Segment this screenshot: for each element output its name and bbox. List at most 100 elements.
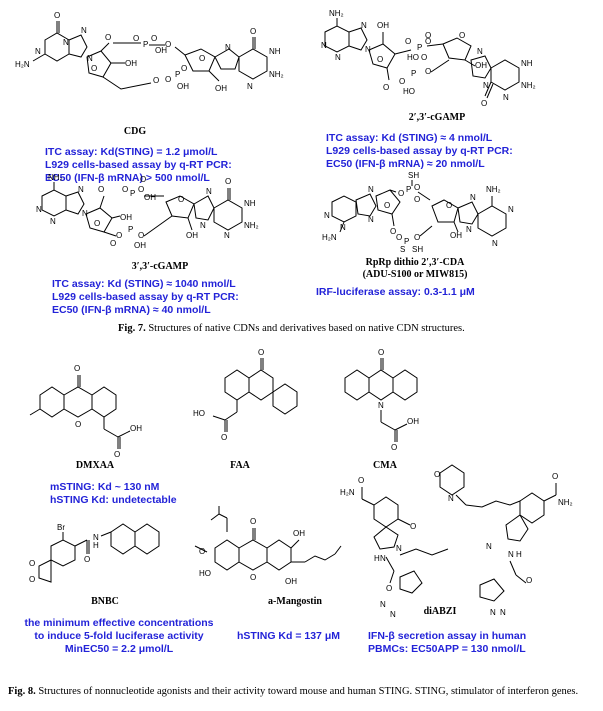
bnbc-assay-1: the minimum effective concentrations: [24, 617, 214, 629]
svg-text:OH: OH: [130, 424, 142, 433]
svg-text:N: N: [87, 54, 93, 63]
svg-text:O: O: [199, 547, 205, 556]
svg-text:P: P: [411, 69, 416, 78]
svg-text:N: N: [500, 608, 506, 617]
svg-text:O: O: [199, 54, 205, 63]
cdg-assay-1: ITC assay: Kd(STING) = 1.2 μmol/L: [45, 146, 218, 158]
svg-text:N: N: [396, 544, 402, 553]
svg-text:OH: OH: [120, 213, 132, 222]
svg-text:O: O: [250, 573, 256, 582]
svg-text:O: O: [165, 75, 171, 84]
faa-structure: O OHO: [193, 348, 298, 442]
svg-text:O: O: [396, 233, 402, 242]
svg-text:N: N: [361, 21, 367, 30]
svg-text:O: O: [91, 64, 97, 73]
svg-text:N: N: [81, 26, 87, 35]
svg-text:OH: OH: [144, 193, 156, 202]
fig7-caption: Fig. 7. Structures of native CDNs and de…: [118, 323, 465, 334]
svg-text:N: N: [470, 193, 476, 202]
svg-text:OH: OH: [134, 241, 146, 250]
svg-text:O: O: [410, 522, 416, 531]
svg-text:Br: Br: [57, 523, 65, 532]
svg-text:SH: SH: [412, 245, 423, 254]
svg-text:O: O: [414, 195, 420, 204]
svg-text:O: O: [116, 231, 122, 240]
svg-text:N: N: [50, 217, 56, 226]
svg-text:N: N: [477, 47, 483, 56]
dmxaa-structure: O O OOH: [29, 364, 142, 459]
cma-name: CMA: [373, 460, 397, 471]
svg-text:N: N: [93, 533, 99, 542]
svg-text:O: O: [178, 195, 184, 204]
cgamp-23-name: 2′,3′-cGAMP: [408, 112, 466, 123]
svg-text:O: O: [377, 55, 383, 64]
svg-text:O: O: [421, 53, 427, 62]
svg-text:HO: HO: [403, 87, 415, 96]
svg-text:O: O: [414, 183, 420, 192]
mangostin-structure: O O O HO OH OH: [194, 506, 342, 586]
svg-text:N: N: [82, 209, 88, 218]
dmxaa-assay-1: mSTING: Kd ~ 130 nM: [50, 481, 160, 493]
svg-text:N: N: [247, 82, 253, 91]
svg-text:N: N: [378, 401, 384, 410]
svg-text:O: O: [425, 31, 431, 40]
svg-text:NH: NH: [244, 199, 256, 208]
svg-text:P: P: [417, 43, 422, 52]
svg-text:S: S: [400, 245, 405, 254]
svg-text:N: N: [490, 608, 496, 617]
cdg-assay-3: EC50 (IFN-β mRNA) > 500 nmol/L: [45, 172, 210, 184]
svg-text:OH: OH: [293, 529, 305, 538]
svg-text:P: P: [404, 237, 409, 246]
fig7-caption-text: Structures of native CDNs and derivative…: [148, 323, 465, 334]
svg-text:N: N: [321, 41, 327, 50]
svg-text:O: O: [399, 77, 405, 86]
svg-text:O: O: [405, 37, 411, 46]
svg-text:N: N: [390, 610, 396, 619]
svg-text:NH₂: NH₂: [244, 221, 259, 230]
cdg-name: CDG: [123, 126, 147, 137]
svg-text:N: N: [206, 187, 212, 196]
svg-text:O: O: [526, 576, 532, 585]
svg-text:O: O: [258, 348, 264, 357]
svg-text:H: H: [93, 541, 99, 550]
svg-text:O: O: [165, 40, 171, 49]
bnbc-name: BNBC: [91, 596, 119, 607]
svg-text:O: O: [398, 189, 404, 198]
svg-text:H₂N: H₂N: [322, 233, 337, 242]
svg-text:OH: OH: [155, 46, 167, 55]
svg-text:N: N: [448, 494, 454, 503]
cma-structure: O N O OH: [344, 348, 419, 452]
svg-text:O: O: [181, 64, 187, 73]
cda-assay-1: IRF-luciferase assay: 0.3-1.1 μM: [316, 286, 475, 298]
svg-text:NH: NH: [269, 47, 281, 56]
svg-text:O: O: [105, 33, 111, 42]
svg-text:O: O: [29, 559, 35, 568]
bnbc-structure: Br OO O NH: [29, 523, 160, 584]
svg-text:O: O: [98, 185, 104, 194]
svg-text:O: O: [414, 233, 420, 242]
svg-text:H₂N: H₂N: [340, 488, 355, 497]
svg-text:NH₂: NH₂: [521, 81, 536, 90]
fig8-caption-text: Structures of nonnucleotide agonists and…: [38, 686, 579, 697]
svg-text:NH: NH: [521, 59, 533, 68]
svg-text:P: P: [143, 40, 148, 49]
svg-text:N: N: [36, 205, 42, 214]
svg-text:OH: OH: [475, 61, 487, 70]
svg-text:O: O: [378, 348, 384, 357]
svg-text:O: O: [446, 201, 452, 210]
svg-text:N: N: [486, 542, 492, 551]
mangostin-name: a-Mangostin: [268, 596, 322, 607]
svg-text:N: N: [224, 231, 230, 240]
svg-text:O: O: [138, 185, 144, 194]
svg-text:O: O: [391, 443, 397, 452]
svg-text:H: H: [516, 550, 522, 559]
svg-text:OH: OH: [450, 231, 462, 240]
svg-text:O: O: [74, 364, 80, 373]
cda-name-alt: (ADU-S100 or MIW815): [362, 269, 468, 280]
svg-text:N: N: [340, 223, 346, 232]
svg-text:N: N: [63, 38, 69, 47]
svg-text:H₂N: H₂N: [15, 60, 30, 69]
svg-text:OH: OH: [285, 577, 297, 586]
